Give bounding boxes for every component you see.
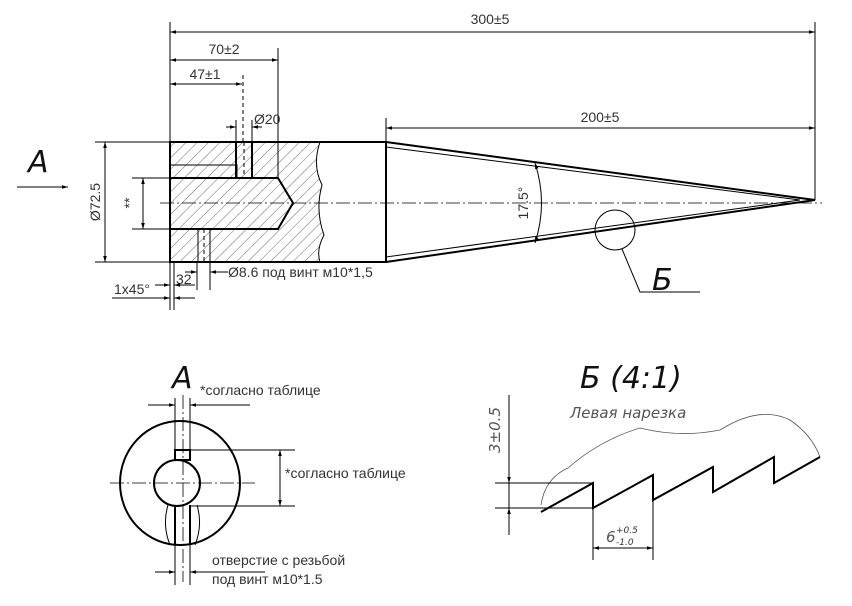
main-view: 300±5 70±2 47±1 Ø20 200±5 Ø72.5 ** 17.5° bbox=[17, 11, 822, 310]
dim-32: 32 bbox=[176, 271, 192, 287]
key-slot bbox=[174, 449, 191, 461]
dim-pitch-lower: -1.0 bbox=[616, 538, 634, 548]
dim-200: 200±5 bbox=[581, 109, 620, 125]
thread-teeth bbox=[540, 455, 821, 513]
view-a-title: А bbox=[170, 361, 193, 396]
dim-d20: Ø20 bbox=[254, 111, 281, 127]
thread-note: Левая нарезка bbox=[569, 404, 686, 422]
dim-chamfer: 1x45° bbox=[114, 281, 150, 297]
dim-diameter: Ø72.5 bbox=[87, 183, 103, 221]
break-line bbox=[316, 141, 325, 263]
dim-pitch-upper: +0.5 bbox=[616, 526, 638, 536]
detail-b: Б (4:1) Левая нарезка 3±0.5 6 +0.5 -1.0 bbox=[486, 361, 821, 560]
note-right: *согласно таблице bbox=[285, 465, 406, 481]
view-arrow-label: А bbox=[26, 145, 49, 180]
detail-label: Б bbox=[652, 263, 673, 298]
dim-47: 47±1 bbox=[189, 66, 220, 82]
note-bottom-1: отверстие с резьбой bbox=[212, 552, 345, 568]
note-bottom-2: под винт м10*1.5 bbox=[212, 571, 323, 587]
note-top: *согласно таблице bbox=[200, 382, 321, 398]
detail-circle bbox=[594, 209, 636, 251]
section-hatching bbox=[170, 142, 324, 262]
dim-angle: 17.5° bbox=[515, 187, 531, 220]
dim-70: 70±2 bbox=[208, 41, 239, 57]
dim-300: 300±5 bbox=[471, 11, 510, 27]
dim-pitch: 6 bbox=[606, 528, 616, 546]
break-curve bbox=[540, 414, 821, 506]
detail-b-title: Б (4:1) bbox=[580, 361, 682, 396]
dim-bore: ** bbox=[121, 197, 137, 208]
dim-hole: Ø8.6 под винт м10*1,5 bbox=[228, 264, 373, 280]
dim-height: 3±0.5 bbox=[486, 407, 504, 453]
view-a: А *согласно таблице *согласно таблице от… bbox=[110, 361, 406, 587]
